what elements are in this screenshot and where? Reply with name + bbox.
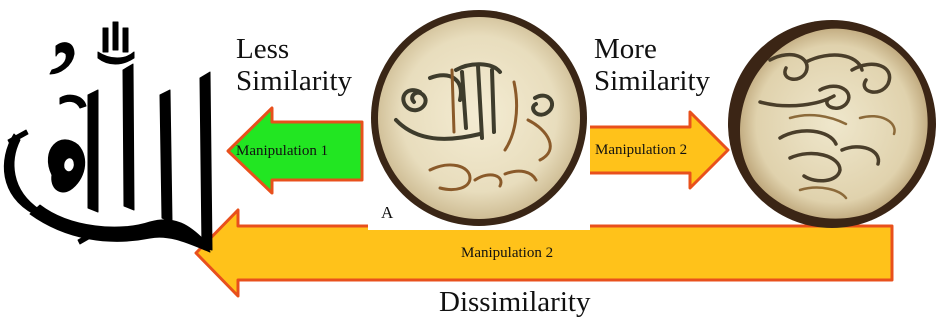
dissimilarity-label: Dissimilarity xyxy=(439,286,591,318)
plate-a-marker: A xyxy=(381,203,394,222)
arrow-manipulation-2 xyxy=(584,110,730,190)
less-similarity-label-line-1: Less xyxy=(236,33,290,65)
long-arrow-manipulation-2 xyxy=(194,208,894,298)
allah-calligraphy xyxy=(3,21,213,253)
plate-a xyxy=(368,8,590,230)
arrow-manipulation-1-label: Manipulation 1 xyxy=(236,143,329,159)
more-similarity-label-line-2: Similarity xyxy=(594,65,710,97)
less-similarity-label-line-2: Similarity xyxy=(236,65,352,97)
more-similarity-label-line-1: More xyxy=(594,33,657,65)
arrow-manipulation-2-label: Manipulation 2 xyxy=(595,142,688,158)
plate-b xyxy=(728,20,936,228)
arrow-manipulation-1 xyxy=(226,106,364,195)
long-arrow-manipulation-2-label: Manipulation 2 xyxy=(461,245,554,261)
